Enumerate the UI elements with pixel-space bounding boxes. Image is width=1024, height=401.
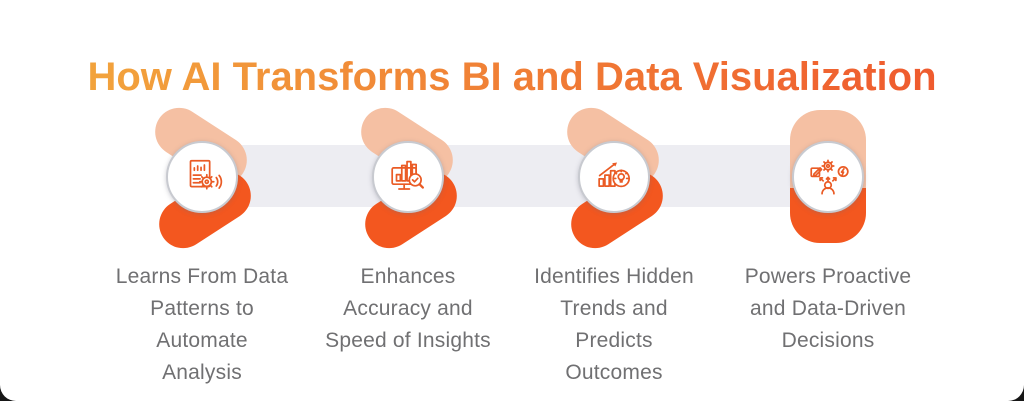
step-2-label: Enhances Accuracy and Speed of Insights xyxy=(293,261,523,357)
step-3-medallion xyxy=(578,141,650,213)
label-line: Automate xyxy=(156,329,248,352)
label-line: Learns From Data xyxy=(115,265,289,288)
step-3-label: Identifies Hidden Trends and Predicts Ou… xyxy=(499,261,729,389)
label-line: Outcomes xyxy=(565,361,663,384)
label-line: Trends and xyxy=(560,297,668,320)
label-line: Patterns to xyxy=(150,297,254,320)
step-4-medallion xyxy=(792,141,864,213)
report-gear-icon xyxy=(189,159,223,190)
step-4-label: Powers Proactive and Data-Driven Decisio… xyxy=(713,261,943,357)
growth-chart-idea-icon xyxy=(598,162,631,188)
step-1-medallion xyxy=(166,141,238,213)
label-line: Speed of Insights xyxy=(325,329,491,352)
label-line: and Data-Driven xyxy=(750,297,906,320)
person-decisions-icon xyxy=(810,159,849,195)
label-line: Accuracy and xyxy=(343,297,473,320)
rounded-corner-bottom-right xyxy=(1008,385,1024,401)
label-line: Decisions xyxy=(781,329,875,352)
step-2-graphic xyxy=(348,98,468,260)
label-line: Enhances xyxy=(360,265,456,288)
label-line: Powers Proactive xyxy=(744,265,912,288)
monitor-analytics-magnifier-icon xyxy=(391,160,425,190)
label-line: Analysis xyxy=(162,361,242,384)
step-1-label: Learns From Data Patterns to Automate An… xyxy=(87,261,317,389)
timeline-band xyxy=(202,145,829,207)
step-3-graphic xyxy=(554,98,674,260)
label-line: Identifies Hidden xyxy=(534,265,694,288)
label-line: Predicts xyxy=(575,329,653,352)
step-2-medallion xyxy=(372,141,444,213)
page-title: How AI Transforms BI and Data Visualizat… xyxy=(0,51,1024,103)
rounded-corner-bottom-left xyxy=(0,385,16,401)
step-4-graphic xyxy=(768,100,888,260)
step-1-graphic xyxy=(142,98,262,260)
